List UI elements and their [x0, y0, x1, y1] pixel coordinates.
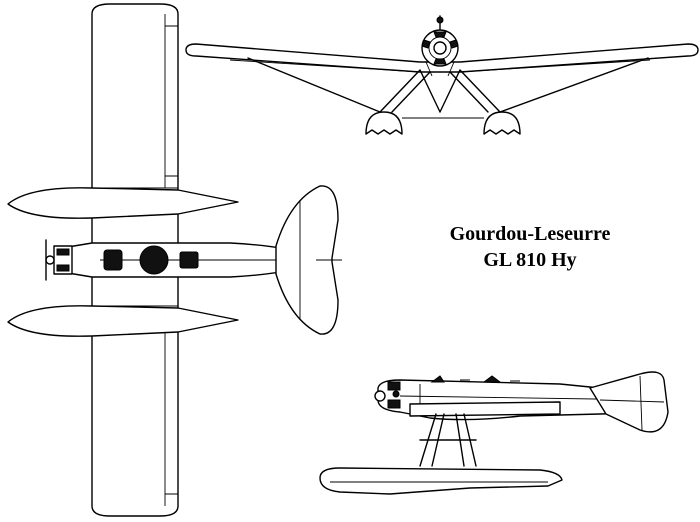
plan-view-upper-float — [7, 187, 239, 219]
side-view-cockpits — [430, 375, 502, 383]
side-view-engine — [387, 381, 401, 409]
title-line1: Gourdou-Leseurre — [449, 223, 611, 245]
side-view-float-struts — [419, 413, 477, 467]
side-view-tail-fin — [589, 371, 669, 433]
plan-view-rear-cockpit — [139, 245, 169, 275]
side-view-float — [319, 467, 563, 495]
plan-view — [7, 3, 342, 517]
side-view — [319, 371, 669, 495]
plan-view-lower-float — [7, 305, 239, 337]
front-view — [185, 15, 699, 135]
plan-view-front-cockpit — [103, 249, 123, 271]
front-view-right-float — [483, 111, 521, 135]
front-view-struts — [247, 57, 649, 113]
front-view-left-float — [365, 111, 403, 135]
title-line2: GL 810 Hy — [483, 249, 577, 271]
